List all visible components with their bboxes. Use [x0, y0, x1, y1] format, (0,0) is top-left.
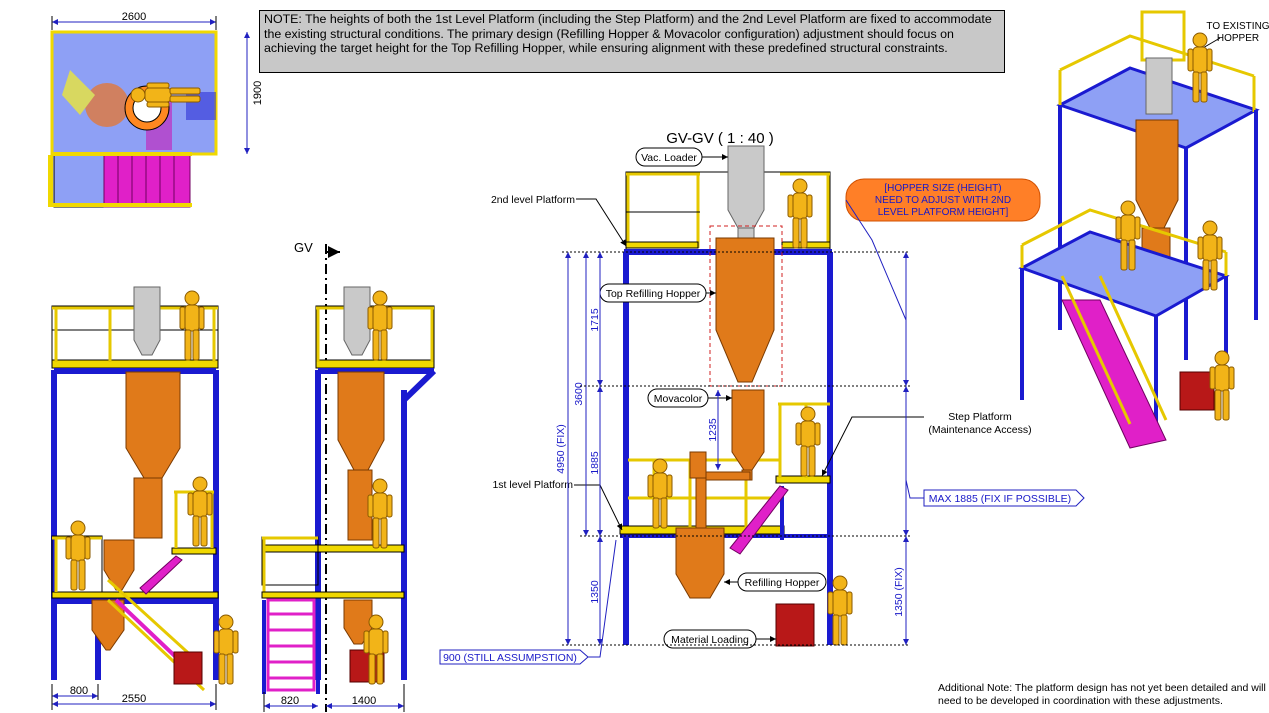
- label-movacolor: Movacolor: [654, 393, 703, 405]
- section-title: GV-GV ( 1 : 40 ): [666, 130, 774, 147]
- section-view: GV-GV ( 1 : 40 ): [439, 130, 1085, 665]
- label-second-platform: 2nd level Platform: [491, 194, 575, 206]
- dim-lower: 1350: [589, 580, 601, 604]
- label-vac-loader: Vac. Loader: [641, 152, 697, 164]
- front-view: 800 2550: [51, 286, 239, 710]
- dim-total: 4950 (FIX): [555, 424, 567, 474]
- max-label: MAX 1885 (FIX IF POSSIBLE): [929, 493, 1071, 505]
- label-refilling-hopper: Refilling Hopper: [745, 577, 820, 589]
- label-first-platform: 1st level Platform: [492, 479, 573, 491]
- side-dim-b: 1400: [352, 695, 376, 707]
- note-box: NOTE: The heights of both the 1st Level …: [259, 10, 1005, 73]
- section-mark: GV: [294, 240, 313, 255]
- front-dim-b: 2550: [122, 693, 146, 705]
- iso-view: TO EXISTING HOPPER: [1018, 10, 1269, 449]
- label-step-platform-sub: (Maintenance Access): [928, 424, 1031, 436]
- side-view: GV 820 1400: [261, 240, 437, 712]
- plan-dim-depth: 1900: [252, 81, 264, 105]
- dim-movacolor: 1235: [707, 418, 719, 442]
- side-dim-a: 820: [281, 695, 299, 707]
- iso-label-2: HOPPER: [1217, 33, 1259, 44]
- hopper-note-line2: NEED TO ADJUST WITH 2ND: [875, 195, 1011, 206]
- hopper-note-line3: LEVEL PLATFORM HEIGHT]: [878, 207, 1009, 218]
- iso-label-1: TO EXISTING: [1206, 21, 1269, 32]
- hopper-note-line1: [HOPPER SIZE (HEIGHT): [884, 183, 1001, 194]
- dim-mid: 1885: [589, 451, 601, 475]
- plan-view: 2600 1900: [48, 11, 264, 208]
- label-material-loading: Material Loading: [671, 634, 749, 646]
- dim-upper: 3600: [573, 382, 585, 406]
- dim-hopper: 1715: [589, 308, 601, 332]
- plan-dim-width: 2600: [122, 11, 146, 23]
- front-dim-a: 800: [70, 685, 88, 697]
- label-top-hopper: Top Refilling Hopper: [606, 288, 701, 300]
- additional-note: Additional Note: The platform design has…: [938, 682, 1266, 707]
- assumption-label: 900 (STILL ASSUMPSTION): [443, 652, 577, 664]
- dim-right: 1350 (FIX): [893, 567, 905, 617]
- label-step-platform: Step Platform: [948, 411, 1012, 423]
